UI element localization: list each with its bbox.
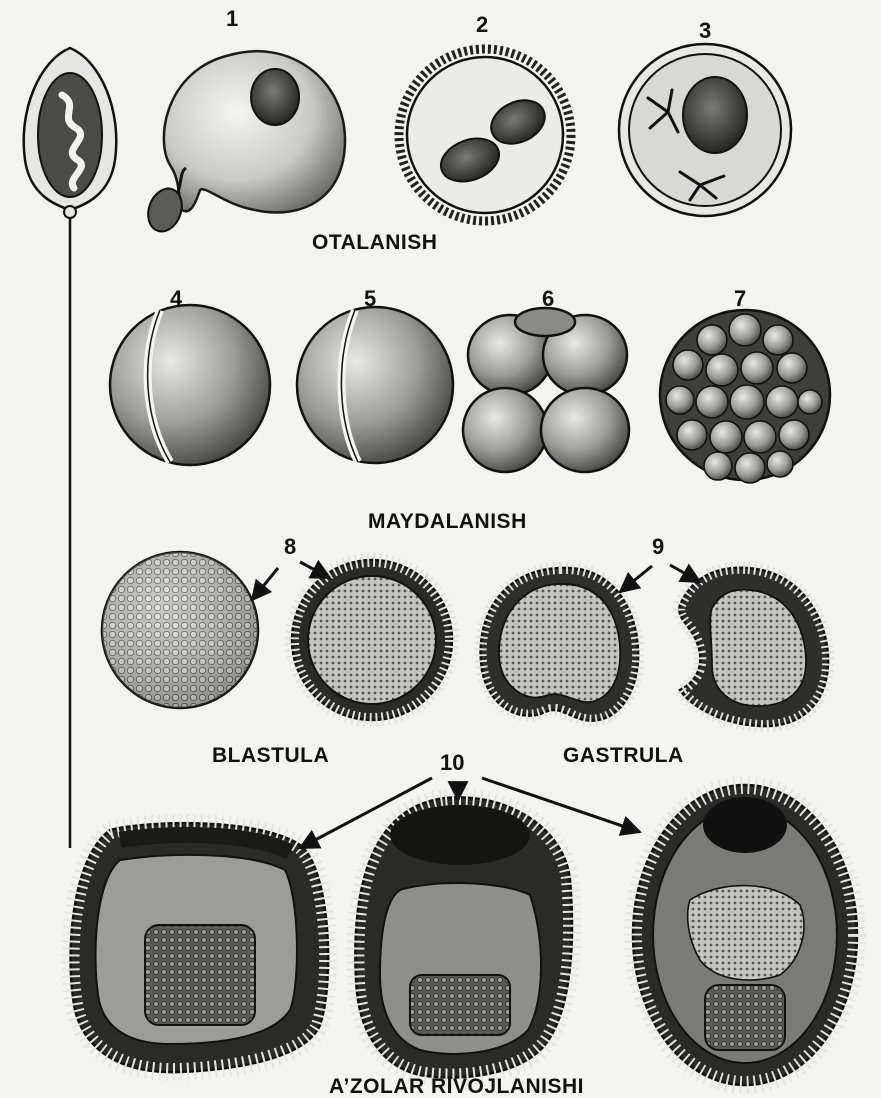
label-5: 5	[364, 288, 376, 310]
label-2: 2	[476, 14, 488, 36]
morula-7	[660, 310, 830, 483]
blastula-external	[102, 552, 258, 708]
neurula-embryo-3	[633, 785, 857, 1085]
stage-label-gastrula: GASTRULA	[563, 745, 684, 766]
label-8: 8	[284, 536, 296, 558]
cleavage-6	[463, 308, 629, 472]
cleavage-5	[297, 307, 453, 463]
gastrula-late	[679, 568, 828, 726]
egg-1	[142, 51, 345, 236]
stage-label-blastula: BLASTULA	[212, 745, 329, 766]
label-10: 10	[440, 752, 464, 774]
neurula-embryo-1	[71, 823, 329, 1072]
label-6: 6	[542, 288, 554, 310]
stage-label-cleavage: MAYDALANISH	[368, 511, 527, 532]
label-9: 9	[652, 536, 664, 558]
label-4: 4	[170, 288, 182, 310]
label-3: 3	[699, 20, 711, 42]
label-7: 7	[734, 288, 746, 310]
blastula-section	[292, 560, 452, 720]
cleavage-4	[110, 305, 270, 465]
egg-2	[399, 49, 571, 221]
neurula-embryo-2	[355, 797, 572, 1077]
gastrula-early	[481, 568, 639, 721]
label-1: 1	[226, 8, 238, 30]
sperm-cell	[24, 48, 117, 218]
stage-label-fertilization: OTALANISH	[312, 232, 437, 253]
stage-label-organogenesis: A’ZOLAR RIVOJLANISHI	[329, 1076, 584, 1097]
egg-3	[619, 44, 791, 216]
